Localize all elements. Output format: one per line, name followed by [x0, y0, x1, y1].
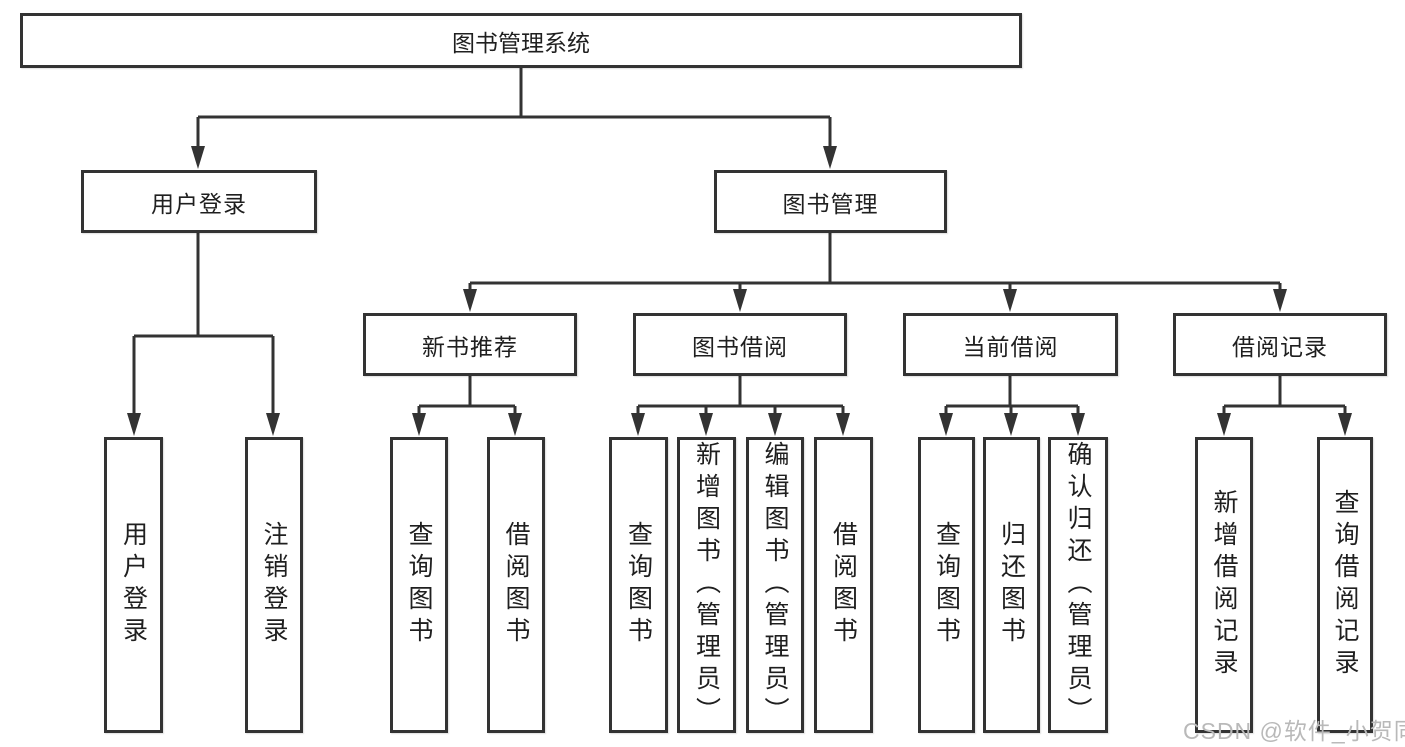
node-label: 注销登录 — [260, 521, 288, 649]
node-label: 查询图书 — [405, 521, 433, 649]
leaf-query-borrow-record: 查询借阅记录 — [1317, 437, 1373, 733]
node-label: 借阅图书 — [829, 521, 858, 649]
leaf-borrow-books-1: 借阅图书 — [487, 437, 545, 733]
leaf-borrow-books-2: 借阅图书 — [814, 437, 873, 733]
node-label: 查询借阅记录 — [1331, 489, 1359, 681]
node-user-login: 用户登录 — [81, 170, 317, 233]
node-label: 用户登录 — [151, 190, 247, 217]
node-label: 新增借阅记录 — [1210, 489, 1238, 681]
leaf-add-borrow-record: 新增借阅记录 — [1195, 437, 1253, 733]
leaf-query-books-3: 查询图书 — [918, 437, 975, 733]
node-label: 用户登录 — [119, 521, 148, 649]
leaf-edit-books-admin: 编辑图书（管理员） — [746, 437, 804, 733]
csdn-watermark: CSDN @软件_小贺同学 — [1183, 718, 1405, 744]
node-new-book-recommend: 新书推荐 — [363, 313, 577, 376]
node-label: 新增图书（管理员） — [692, 441, 721, 729]
node-book-borrow: 图书借阅 — [633, 313, 847, 376]
node-label: 新书推荐 — [422, 333, 518, 360]
leaf-add-books-admin: 新增图书（管理员） — [677, 437, 736, 733]
node-label: 查询图书 — [932, 521, 961, 649]
node-library-management-system: 图书管理系统 — [20, 13, 1022, 68]
leaf-return-books: 归还图书 — [983, 437, 1040, 733]
node-label: 确认归还（管理员） — [1064, 441, 1092, 729]
node-label: 查询图书 — [624, 521, 653, 649]
node-label: 借阅记录 — [1232, 333, 1328, 360]
node-book-management: 图书管理 — [714, 170, 947, 233]
node-current-borrow: 当前借阅 — [903, 313, 1118, 376]
leaf-logout: 注销登录 — [245, 437, 303, 733]
leaf-confirm-return-admin: 确认归还（管理员） — [1048, 437, 1108, 733]
node-label: 图书借阅 — [692, 333, 788, 360]
node-label: 当前借阅 — [962, 333, 1059, 360]
leaf-query-books-1: 查询图书 — [390, 437, 448, 733]
leaf-user-login: 用户登录 — [104, 437, 163, 733]
node-label: 图书管理系统 — [452, 29, 590, 56]
node-borrow-record: 借阅记录 — [1173, 313, 1387, 376]
arrowheads — [127, 146, 1352, 436]
node-label: 编辑图书（管理员） — [761, 441, 789, 729]
leaf-query-books-2: 查询图书 — [609, 437, 668, 733]
node-label: 图书管理 — [782, 190, 879, 217]
node-label: 借阅图书 — [502, 521, 530, 649]
node-label: 归还图书 — [997, 521, 1026, 649]
